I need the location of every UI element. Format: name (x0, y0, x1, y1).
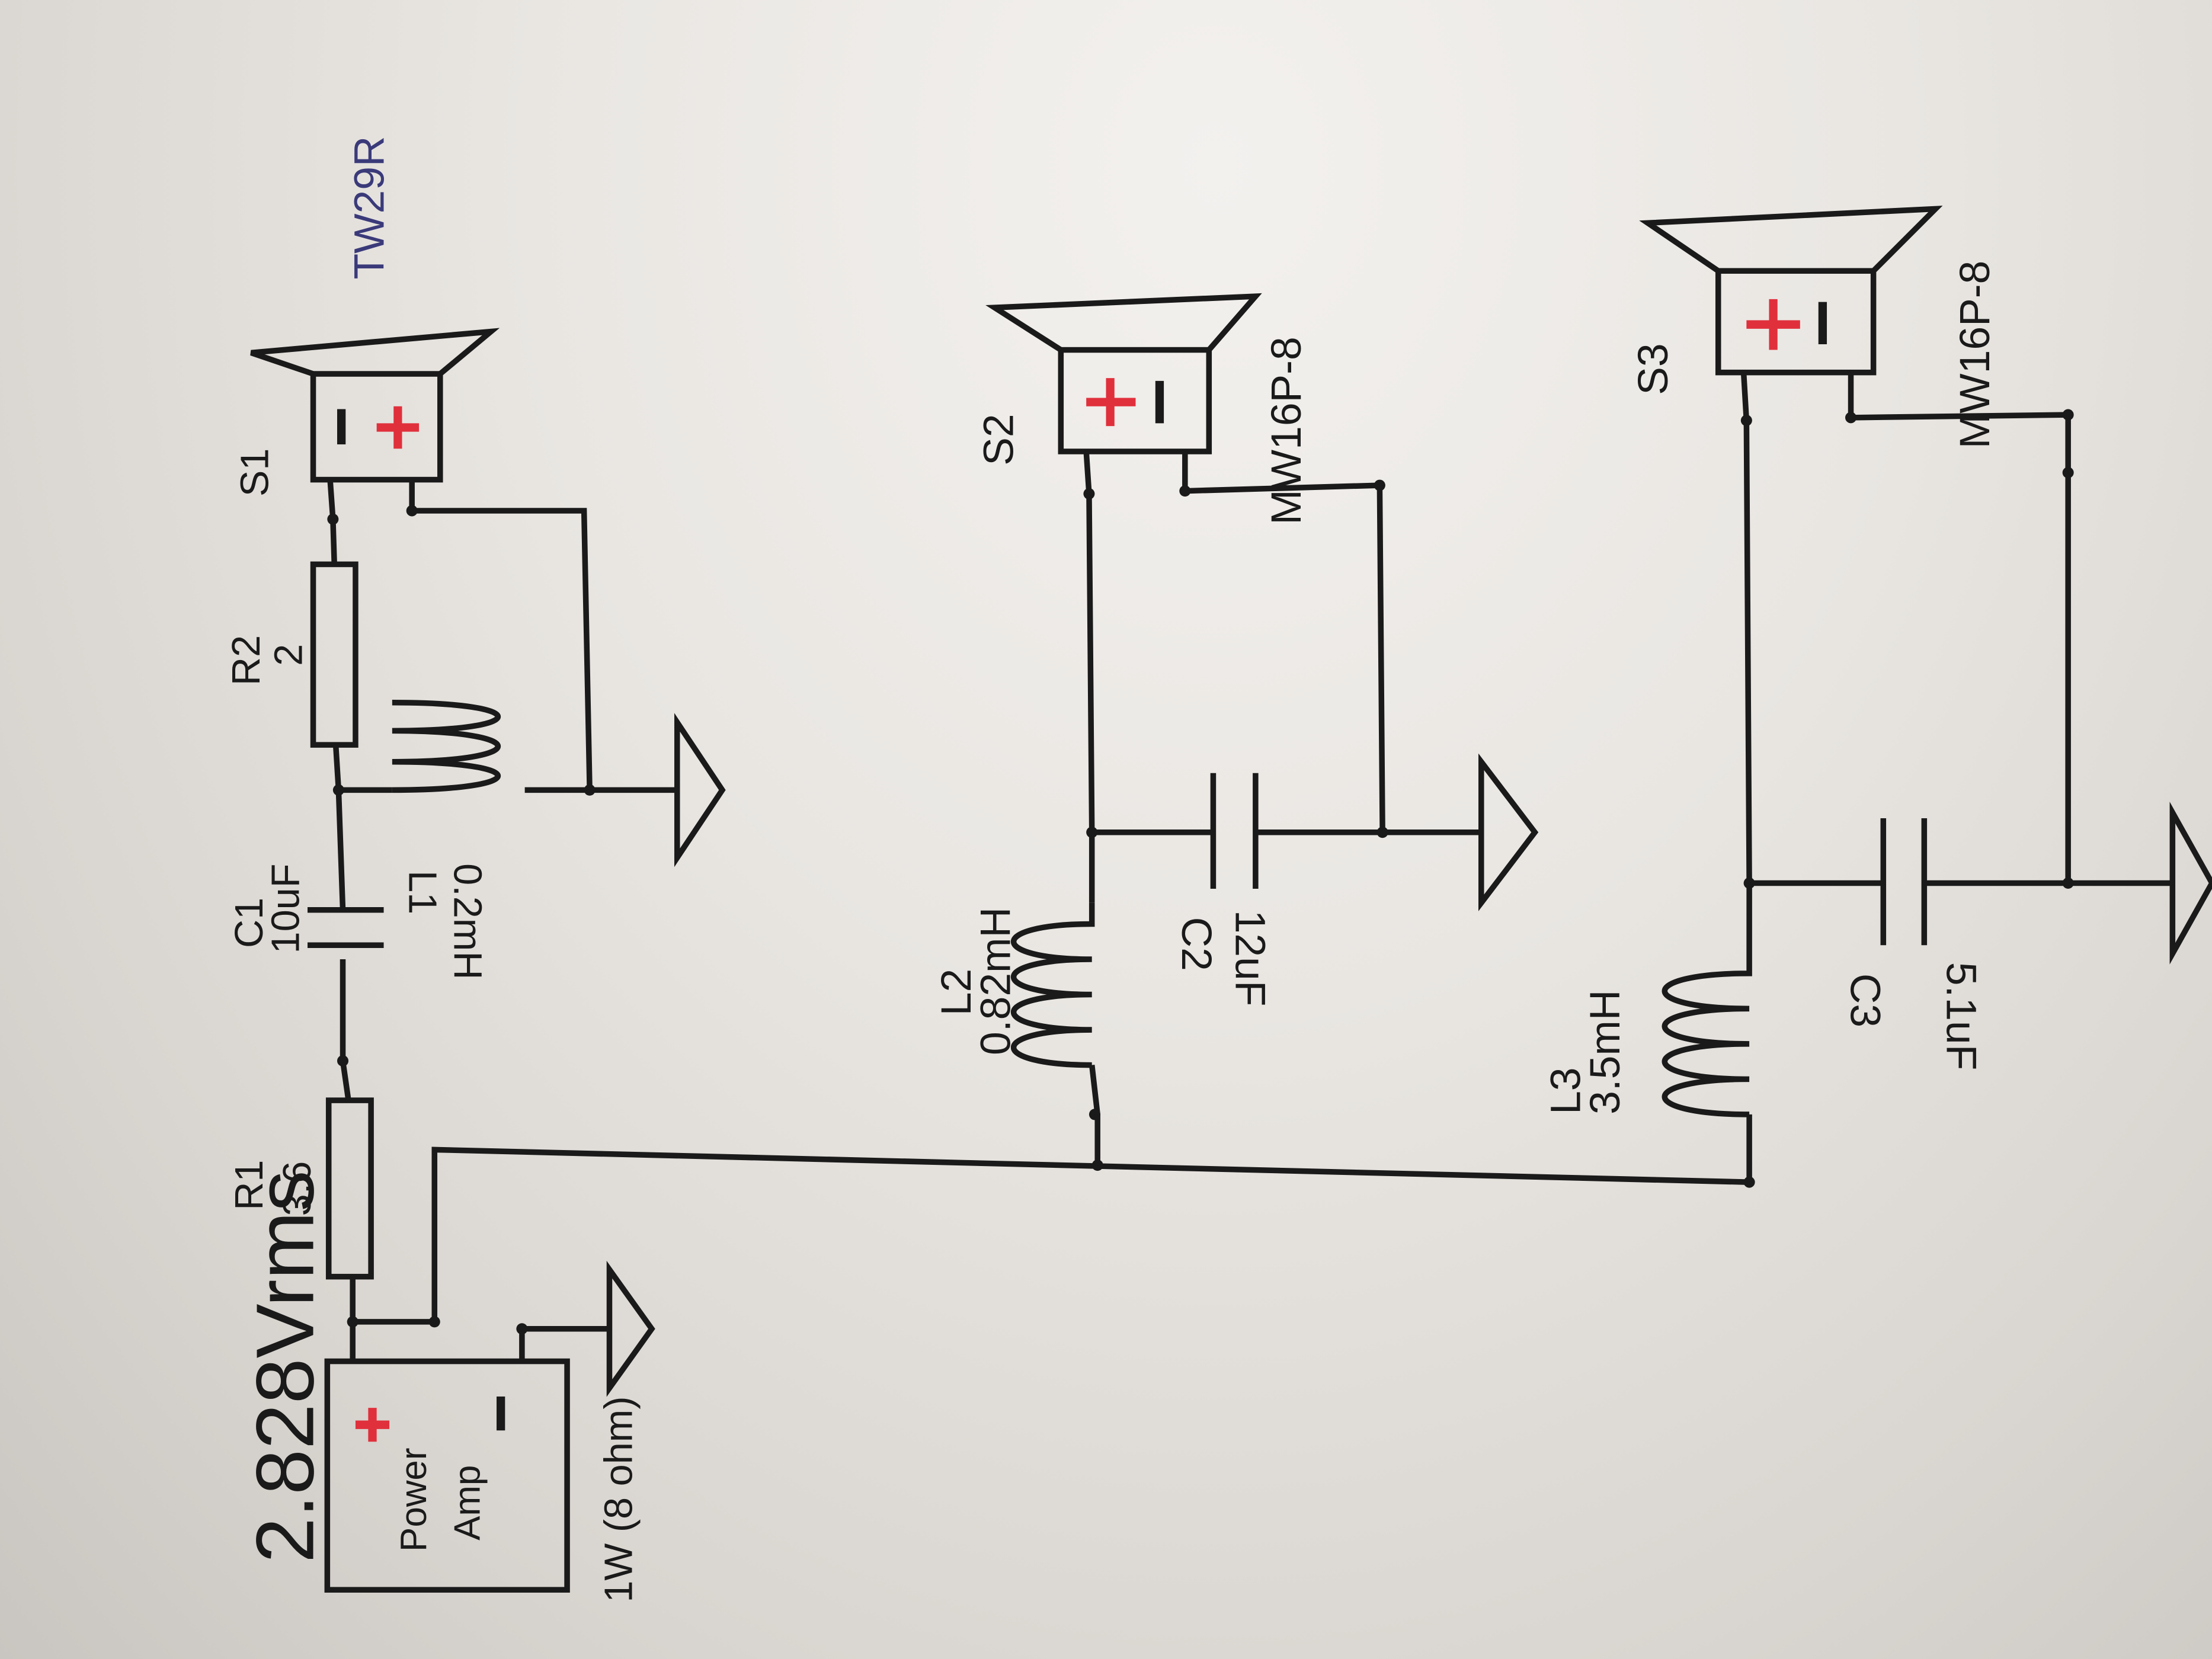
r2-body (310, 561, 358, 748)
s1-cone (250, 328, 500, 377)
c2-value-text: 12uF (1227, 910, 1274, 1007)
l1-ref-text: L1 (400, 870, 444, 914)
s3-cone (1639, 206, 1943, 274)
s3-ref-text: S3 (1630, 343, 1677, 395)
c3-value-text: 5.1uF (1937, 962, 1984, 1071)
s1-ref-text: S1 (233, 449, 277, 497)
ground-symbol-s2 (1478, 753, 1539, 911)
l3-ref-text: L3 (1542, 1067, 1589, 1114)
l2-value-text: 0.82mH (972, 907, 1020, 1055)
r1-body (325, 1097, 374, 1280)
s2-ref-text: S2 (975, 414, 1022, 465)
c1-value-text: 10uF (264, 864, 308, 954)
ground-symbol-tweeter (674, 713, 726, 867)
r1-ref-text: R1 (228, 1160, 271, 1210)
source-power-label-text: 1W (8 ohm) (597, 1396, 641, 1602)
r2-ref-text: R2 (225, 635, 268, 686)
l2-coil (1011, 902, 1095, 1068)
l1-coil (392, 699, 501, 793)
l1-value-text: 0.2mH (446, 863, 489, 979)
r1-value-text: 3.6 (276, 1161, 319, 1216)
source-voltage-label-text: 2.828Vrms (240, 1170, 331, 1563)
l3-value-text: 3.5mH (1582, 990, 1629, 1114)
s1-body (310, 371, 443, 483)
s2-cone (985, 293, 1262, 353)
c2-ref-text: C2 (1173, 917, 1220, 971)
power-amp-box (324, 1358, 570, 1593)
ground-symbol-s3 (2169, 802, 2212, 965)
c1-ref-text: C1 (228, 898, 271, 948)
s3-body (1715, 268, 1877, 376)
l2-ref-text: L2 (933, 969, 980, 1016)
amp-name-line1-text: Power (393, 1448, 434, 1552)
c3-ref-text: C3 (1842, 973, 1889, 1027)
l3-coil (1662, 953, 1752, 1117)
s2-body (1058, 347, 1212, 454)
r2-value-text: 2 (267, 644, 310, 666)
s2-model-text: MW16P-8 (1263, 337, 1310, 524)
ground-symbol-amp (606, 1260, 655, 1397)
s1-model-text: TW29R (346, 136, 393, 279)
amp-name-line2-text: Amp (447, 1465, 488, 1540)
s3-model-text: MW16P-8 (1951, 261, 1999, 449)
